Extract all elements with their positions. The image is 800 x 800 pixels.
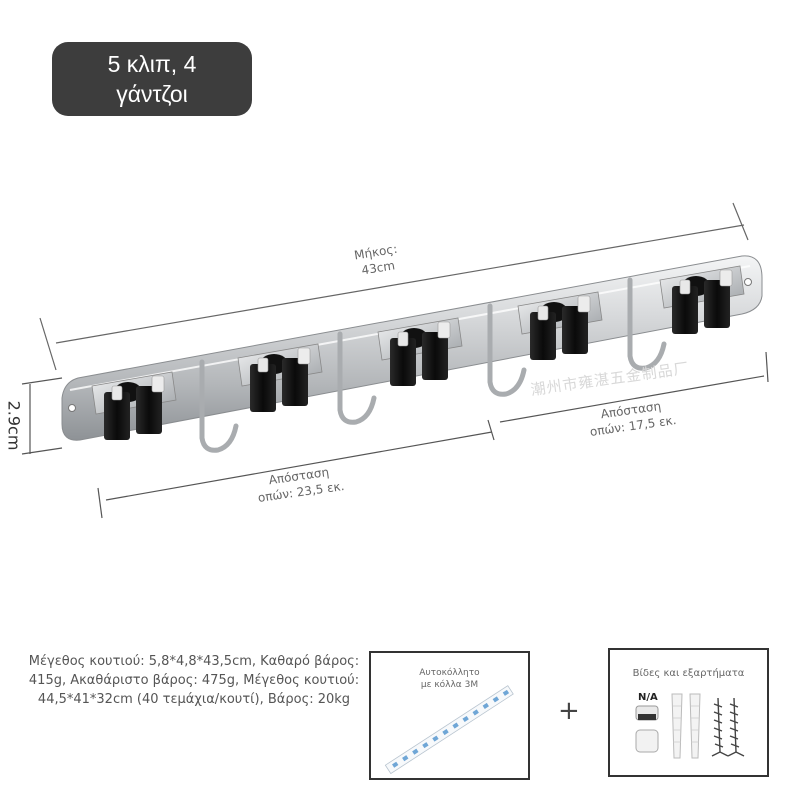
tape-accessory-title: Αυτοκόλλητο με κόλλα 3M xyxy=(419,668,480,690)
cap-icon xyxy=(635,705,659,753)
product-badge: 5 κλιπ, 4 γάντζοι xyxy=(52,42,252,116)
screws-accessory-box: Βίδες και εξαρτήματα N/A xyxy=(608,648,769,777)
mop-clip-icon xyxy=(91,371,177,440)
cap-label: N/A xyxy=(638,692,658,703)
wall-anchor-icon xyxy=(671,693,701,759)
mop-clip-icon xyxy=(517,291,603,360)
tape-accessory-box: Αυτοκόλλητο με κόλλα 3M xyxy=(369,651,530,780)
plus-sign: + xyxy=(558,696,580,726)
height-label: 2.9cm xyxy=(4,400,24,450)
spacing-left-dimension-line xyxy=(97,419,495,519)
hook-icon xyxy=(337,331,377,425)
hook-icon xyxy=(627,277,667,371)
mop-clip-icon xyxy=(659,265,745,334)
tape-icon xyxy=(384,685,514,775)
screws-accessory-title: Βίδες και εξαρτήματα xyxy=(632,668,745,679)
badge-line-1: 5 κλιπ, 4 xyxy=(107,51,197,77)
spacing-right-dimension-line xyxy=(499,351,769,423)
package-specs: Μέγεθος κουτιού: 5,8*4,8*43,5cm, Καθαρό … xyxy=(28,654,360,707)
screw-kit-illustration xyxy=(635,693,745,759)
mop-clip-icon xyxy=(237,343,323,412)
length-dimension-line xyxy=(39,202,749,371)
hook-icon xyxy=(199,359,239,453)
hook-icon xyxy=(487,303,527,397)
screw-icon xyxy=(711,697,745,757)
mop-clip-icon xyxy=(377,317,463,386)
product-illustration xyxy=(21,202,769,519)
badge-line-2: γάντζοι xyxy=(116,81,188,107)
height-dimension-line xyxy=(21,377,63,455)
